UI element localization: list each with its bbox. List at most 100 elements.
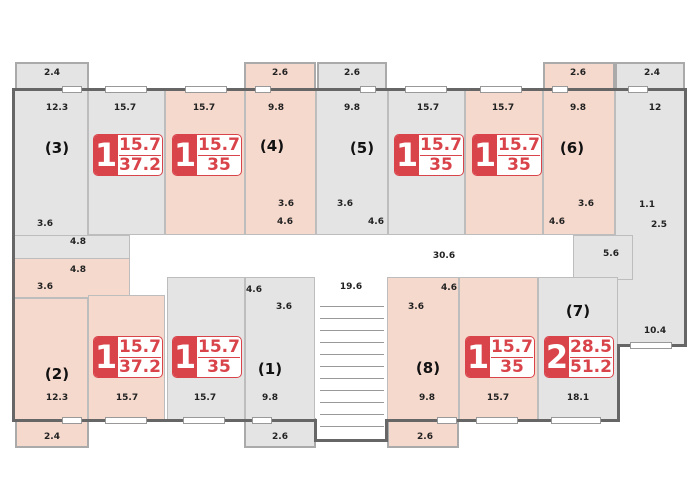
unit-label-2: (2) bbox=[44, 365, 70, 383]
area-label: 2.6 bbox=[570, 68, 586, 78]
area-label: 15.7 bbox=[416, 103, 440, 113]
room-count: 2 bbox=[545, 337, 569, 377]
wall bbox=[12, 419, 317, 422]
area-label: 4.6 bbox=[549, 217, 565, 227]
staircase bbox=[320, 295, 384, 435]
unit-7-hall bbox=[573, 235, 633, 280]
room-count: 1 bbox=[94, 135, 118, 175]
area-label: 10.4 bbox=[643, 326, 667, 336]
wall bbox=[12, 88, 15, 422]
window bbox=[630, 342, 672, 349]
window bbox=[628, 86, 648, 93]
total-area: 35 bbox=[500, 356, 524, 377]
window bbox=[62, 86, 82, 93]
stair-area-label: 19.6 bbox=[339, 282, 363, 292]
unit-7-kitchen bbox=[615, 90, 686, 345]
total-area: 37.2 bbox=[119, 356, 161, 377]
area-label: 3.6 bbox=[278, 199, 294, 209]
wall bbox=[314, 419, 317, 441]
window bbox=[185, 86, 227, 93]
room-count: 1 bbox=[94, 337, 118, 377]
living-area: 15.7 bbox=[198, 336, 240, 358]
area-label: 15.7 bbox=[486, 393, 510, 403]
window bbox=[252, 417, 272, 424]
window bbox=[405, 86, 447, 93]
total-area: 35 bbox=[429, 154, 453, 175]
window bbox=[476, 417, 518, 424]
room-count: 1 bbox=[466, 337, 490, 377]
area-label: 18.1 bbox=[566, 393, 590, 403]
window bbox=[551, 417, 601, 424]
wall bbox=[314, 439, 388, 442]
area-label: 15.7 bbox=[115, 393, 139, 403]
unit-label-4: (4) bbox=[259, 137, 285, 155]
total-area: 37.2 bbox=[119, 154, 161, 175]
room-count: 1 bbox=[173, 337, 197, 377]
window bbox=[105, 86, 147, 93]
unit-label-8: (8) bbox=[415, 359, 441, 377]
area-label: 15.7 bbox=[192, 103, 216, 113]
area-label: 2.6 bbox=[417, 432, 433, 442]
area-label: 3.6 bbox=[578, 199, 594, 209]
room-count: 1 bbox=[173, 135, 197, 175]
area-label: 12.3 bbox=[45, 103, 69, 113]
window bbox=[255, 86, 271, 93]
area-label: 12.3 bbox=[45, 393, 69, 403]
living-area: 15.7 bbox=[198, 134, 240, 156]
area-label: 3.6 bbox=[37, 219, 53, 229]
unit-1-kitchen bbox=[245, 277, 315, 420]
unit-label-1: (1) bbox=[257, 360, 283, 378]
wall bbox=[12, 88, 687, 91]
window bbox=[437, 417, 457, 424]
area-label: 5.6 bbox=[603, 249, 619, 259]
area-label: 4.6 bbox=[441, 283, 457, 293]
area-label: 15.7 bbox=[113, 103, 137, 113]
area-label: 12 bbox=[648, 103, 662, 113]
window bbox=[480, 86, 522, 93]
unit-label-3: (3) bbox=[44, 139, 70, 157]
unit-3-hall bbox=[14, 235, 130, 260]
total-area: 35 bbox=[207, 154, 231, 175]
area-label: 2.5 bbox=[651, 220, 667, 230]
area-label: 4.6 bbox=[246, 285, 262, 295]
unit-label-5: (5) bbox=[349, 139, 375, 157]
window bbox=[552, 86, 568, 93]
living-area: 15.7 bbox=[420, 134, 462, 156]
area-label: 2.6 bbox=[344, 68, 360, 78]
wall bbox=[684, 88, 687, 346]
unit-5-kitchen bbox=[316, 90, 388, 235]
unit-label-6: (6) bbox=[559, 139, 585, 157]
area-label: 15.7 bbox=[193, 393, 217, 403]
living-area: 28.5 bbox=[570, 336, 612, 358]
unit-4-kitchen bbox=[245, 90, 316, 235]
living-area: 15.7 bbox=[498, 134, 540, 156]
unit-2-kitchen bbox=[14, 298, 88, 420]
room-count: 1 bbox=[395, 135, 419, 175]
window bbox=[105, 417, 147, 424]
area-label: 9.8 bbox=[570, 103, 586, 113]
area-label: 4.6 bbox=[368, 217, 384, 227]
area-label: 3.6 bbox=[276, 302, 292, 312]
area-label: 2.4 bbox=[44, 432, 60, 442]
unit-2-hall bbox=[14, 258, 130, 298]
area-label: 4.8 bbox=[70, 237, 86, 247]
living-area: 15.7 bbox=[491, 336, 533, 358]
window bbox=[183, 417, 225, 424]
area-label: 9.8 bbox=[419, 393, 435, 403]
total-area: 35 bbox=[207, 356, 231, 377]
area-label: 4.6 bbox=[277, 217, 293, 227]
living-area: 15.7 bbox=[119, 336, 161, 358]
area-label: 4.8 bbox=[70, 265, 86, 275]
area-label: 9.8 bbox=[344, 103, 360, 113]
area-label: 3.6 bbox=[337, 199, 353, 209]
wall bbox=[385, 419, 388, 441]
